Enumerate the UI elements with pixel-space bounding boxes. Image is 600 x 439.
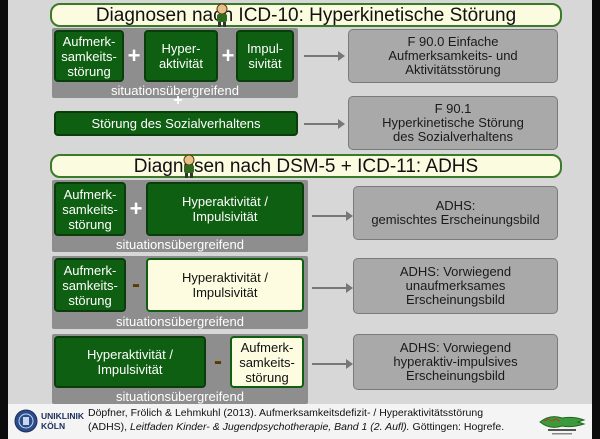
footer <box>8 404 592 439</box>
situation-bar-label: situationsübergreifend <box>116 314 244 329</box>
reference-line2: (ADHS), Leitfaden Kinder- & Jugendpsycho… <box>88 420 504 434</box>
box-attention-row2: Aufmerk- samkeits- störung <box>54 258 126 312</box>
situation-bar-label: situationsübergreifend <box>116 237 244 252</box>
box-attention-row3: Aufmerk- samkeits- störung <box>230 336 304 388</box>
dsm5-title-text: Diagnosen nach DSM-5 + ICD-11: ADHS <box>133 156 479 177</box>
arrow-right-icon <box>312 211 353 221</box>
plus-symbol: + <box>221 43 235 68</box>
arrow-right-icon <box>312 359 353 369</box>
dsm5-title: Diagnosen nach DSM-5 + ICD-11: ADHS <box>50 154 562 178</box>
slide: Diagnosen nach ICD-10: Hyperkinetische S… <box>8 0 592 439</box>
uniklinik-line2: KÖLN <box>41 421 66 431</box>
reference-text: Döpfner, Frölich & Lehmkuhl (2013). Aufm… <box>88 406 504 434</box>
plus-symbol: + <box>129 196 143 221</box>
box-hyperactivity-row3: Hyperaktivität / Impulsivität <box>54 336 206 388</box>
box-hyperactivity-row1: Hyperaktivität / Impulsivität <box>146 182 304 236</box>
arrow-right-icon <box>304 119 345 129</box>
box-attention-icd10: Aufmerk- samkeits- störung <box>54 30 124 82</box>
icd10-title-text: Diagnosen nach ICD-10: Hyperkinetische S… <box>95 5 517 26</box>
result-adhs-inattentive: ADHS: Vorwiegend unaufmerksames Erschein… <box>353 258 558 314</box>
plus-symbol: + <box>127 43 141 68</box>
minus-symbol: - <box>132 271 140 298</box>
arrow-right-icon <box>312 283 353 293</box>
icd10-title: Diagnosen nach ICD-10: Hyperkinetische S… <box>50 3 562 27</box>
result-f900: F 90.0 Einfache Aufmerksamkeits- und Akt… <box>348 29 558 83</box>
minus-symbol: - <box>214 348 222 375</box>
plus-symbol-social: + <box>173 92 183 109</box>
box-hyperactivity-row2: Hyperaktivität / Impulsivität <box>146 258 304 312</box>
reference-line1: Döpfner, Frölich & Lehmkuhl (2013). Aufm… <box>88 407 484 419</box>
uniklinik-line1: UNIKLINIK <box>41 411 84 421</box>
box-social-behavior: Störung des Sozialverhaltens <box>54 111 298 136</box>
uniklinik-label: UNIKLINIK KÖLN <box>41 411 84 431</box>
situation-bar-label: situationsübergreifend <box>116 389 244 404</box>
reference-line2-c: Göttingen: Hogrefe. <box>409 421 505 433</box>
result-adhs-combined: ADHS: gemischtes Erscheinungsbild <box>353 186 558 240</box>
reference-line2-b: Leitfaden Kinder- & Jugendpsychotherapie… <box>130 421 410 433</box>
crocodile-logo-icon <box>539 416 586 435</box>
uniklinik-seal-logo-icon <box>14 409 38 433</box>
arrow-right-icon <box>304 51 345 61</box>
result-adhs-hyperactive: ADHS: Vorwiegend hyperaktiv-impulsives E… <box>353 334 558 390</box>
result-f901: F 90.1 Hyperkinetische Störung des Sozia… <box>348 96 558 150</box>
box-impulsivity-icd10: Impul- sivität <box>236 30 294 82</box>
cartoon-figure-icon <box>183 154 195 178</box>
cartoon-figure-icon <box>216 3 228 27</box>
box-hyperactivity-icd10: Hyper- aktivität <box>144 30 218 82</box>
situation-bar-label: situationsübergreifend <box>111 83 239 98</box>
reference-line2-a: (ADHS), <box>88 421 130 433</box>
box-attention-row1: Aufmerk- samkeits- störung <box>54 182 126 236</box>
